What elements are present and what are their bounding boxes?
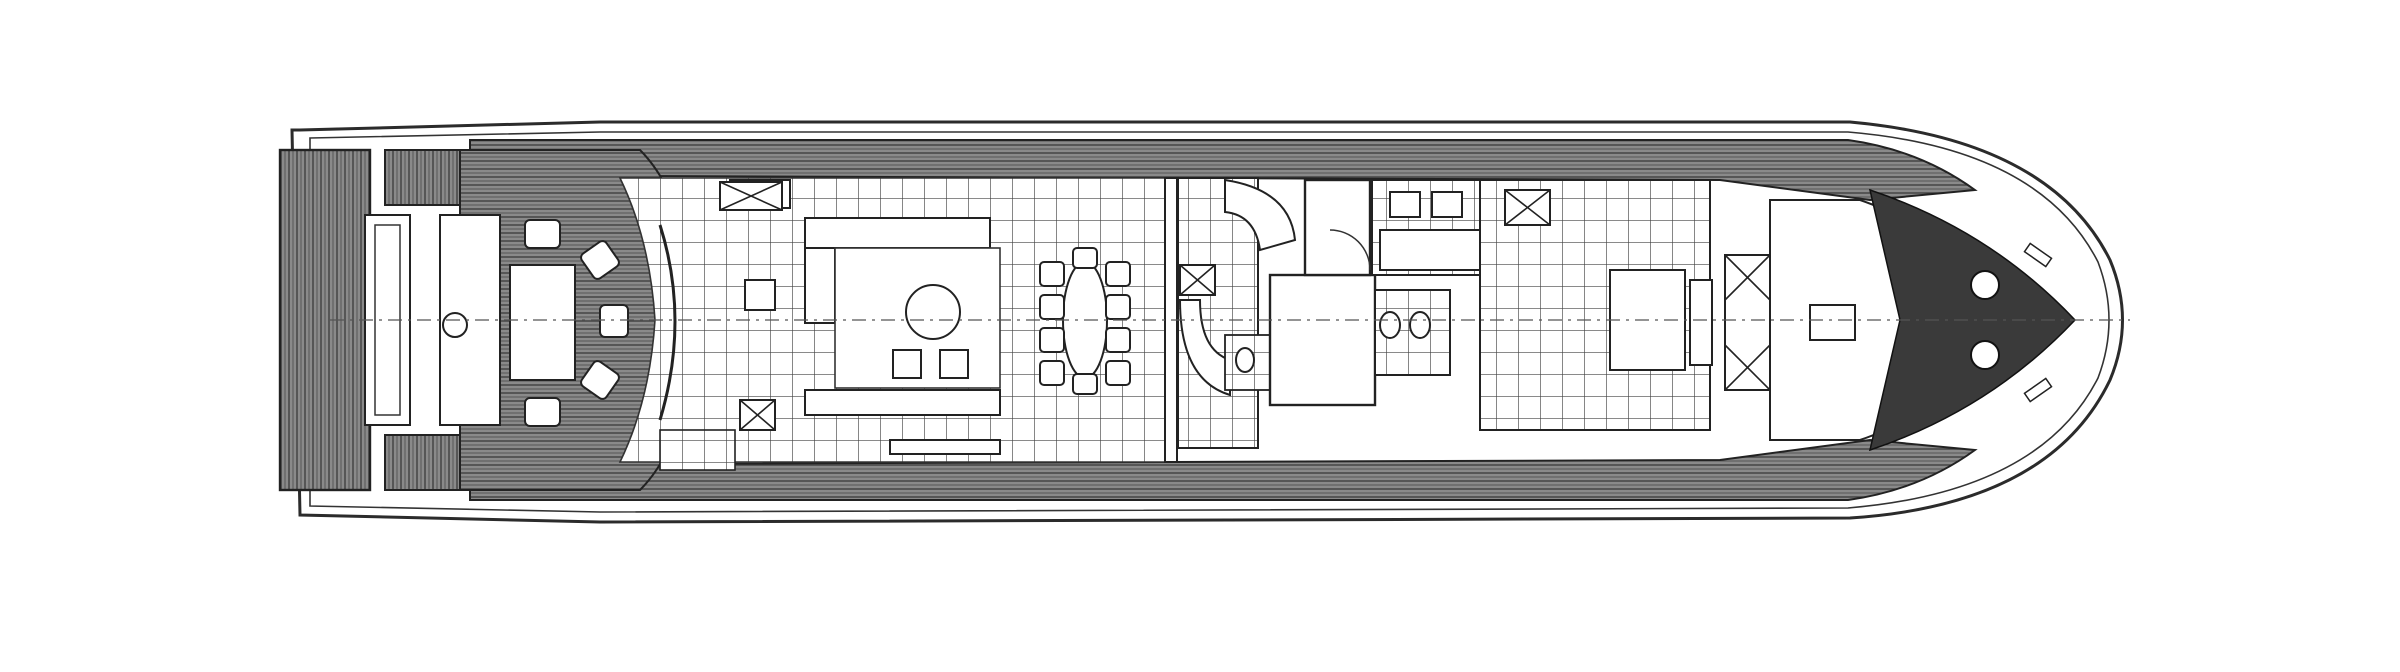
port-side-deck — [469, 139, 1978, 202]
bath-shower — [1379, 229, 1481, 271]
hull-inner-line — [309, 131, 2110, 513]
galley-upper — [1303, 178, 1372, 277]
salon-credenza — [889, 439, 1001, 455]
salon-armchair-1 — [892, 349, 922, 379]
dining-chair-2 — [1039, 294, 1065, 320]
aft-stairs-starboard — [384, 434, 461, 491]
forward-cabin-bed-head — [1689, 279, 1713, 366]
cockpit-dining-table — [509, 264, 576, 381]
wc-toilet-2 — [1409, 311, 1431, 339]
cockpit-pouf — [442, 312, 468, 338]
cockpit-chair-3 — [580, 240, 620, 280]
aft-spiral-stair — [659, 429, 736, 471]
cockpit-chair-5 — [580, 360, 620, 400]
dining-chair-end-1 — [1072, 247, 1098, 269]
salon-glass-aft — [658, 224, 677, 421]
bath-vanity-1 — [1389, 191, 1421, 218]
dining-chair-8 — [1105, 360, 1131, 386]
salon-sofa-l-top — [804, 217, 991, 249]
cockpit-chair-1 — [524, 219, 561, 249]
dining-chair-3 — [1039, 327, 1065, 353]
cockpit-chair-2 — [524, 397, 561, 427]
dining-chair-1 — [1039, 261, 1065, 287]
salon-armchair-2 — [939, 349, 969, 379]
foredeck-hatch — [1809, 304, 1856, 341]
dining-chair-5 — [1105, 261, 1131, 287]
aft-stairs-port — [384, 149, 461, 206]
dining-chair-end-2 — [1072, 373, 1098, 395]
swim-platform — [278, 148, 372, 492]
bath-vanity-2 — [1431, 191, 1463, 218]
spiral-stair-lower — [1178, 299, 1231, 397]
spiral-stair-upper — [1224, 178, 1297, 252]
dining-chair-4 — [1039, 360, 1065, 386]
starboard-side-deck — [469, 438, 1978, 501]
galley-door-swing — [1329, 229, 1371, 271]
dining-chair-7 — [1105, 327, 1131, 353]
galley — [1268, 273, 1377, 407]
salon-bottom-cabinet — [804, 389, 1001, 416]
windlass-2-icon — [1970, 340, 2000, 370]
cockpit-chair-4 — [599, 304, 629, 338]
powder-room-toilet — [1235, 347, 1255, 373]
salon-coffee-table — [905, 284, 961, 340]
crew-stair — [1724, 254, 1771, 391]
dining-chair-6 — [1105, 294, 1131, 320]
hull-outline — [290, 120, 2124, 524]
salon-side-cabinet — [744, 279, 776, 311]
bow-cleat-port — [2023, 242, 2053, 268]
windlass-1-icon — [1970, 270, 2000, 300]
wc-toilet-1 — [1379, 311, 1401, 339]
bow-cleat-starboard — [2023, 377, 2053, 403]
